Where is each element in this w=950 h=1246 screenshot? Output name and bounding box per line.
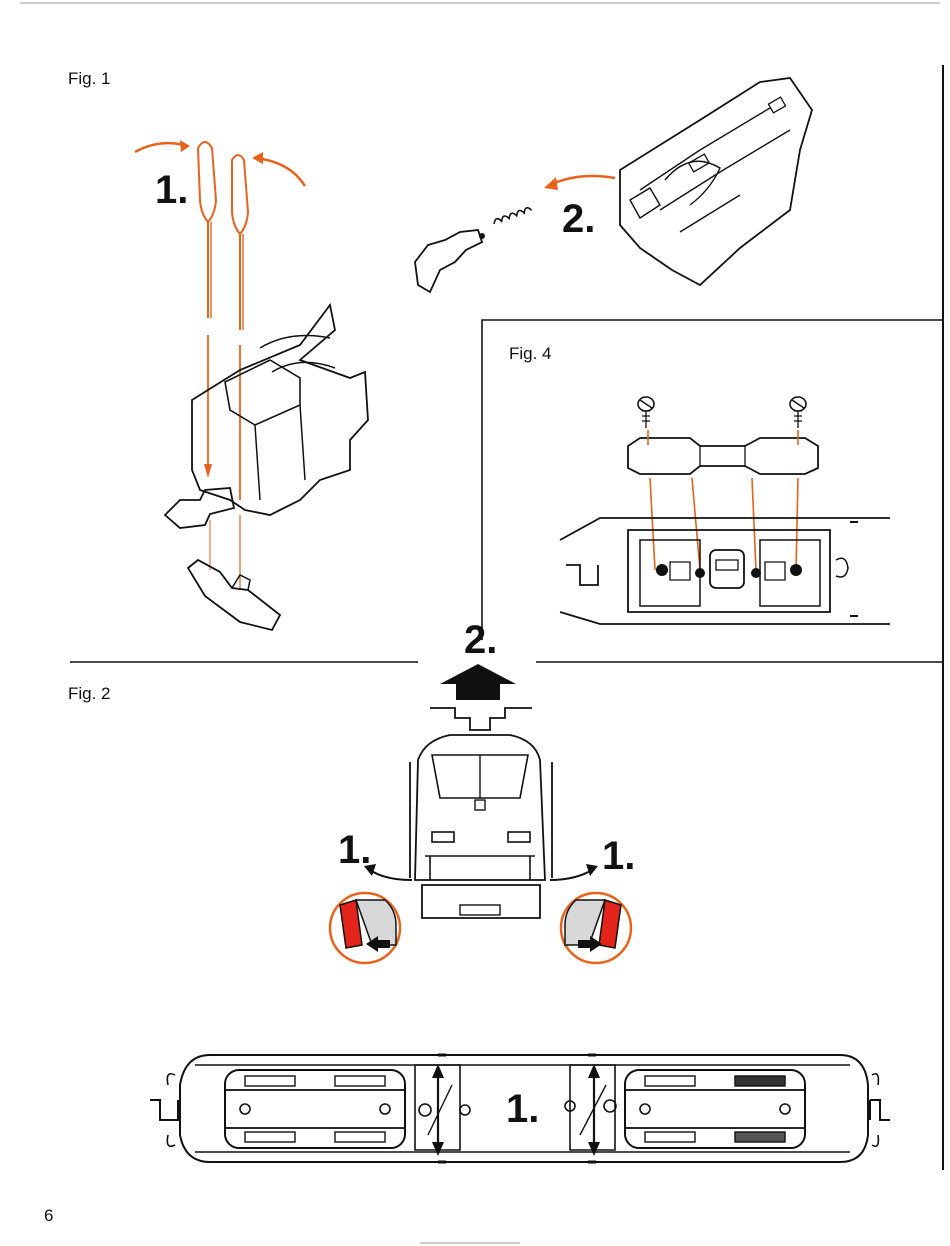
fig2-step1-left-label: 1. — [338, 828, 371, 873]
fig1-screwdriver-diagram — [135, 140, 368, 630]
fig1-coupler-removal-diagram — [415, 78, 812, 292]
fig2-body-removal-diagram — [330, 664, 631, 963]
fig1-step2-label: 2. — [562, 197, 595, 242]
fig2-step2-label: 2. — [464, 618, 497, 663]
fig2-step1-right-label: 1. — [602, 834, 635, 879]
fig1-label: Fig. 1 — [68, 69, 111, 89]
fig2-label: Fig. 2 — [68, 684, 111, 704]
fig1-step1-label: 1. — [155, 168, 188, 213]
page-number: 6 — [44, 1206, 53, 1226]
fig4-label: Fig. 4 — [509, 344, 552, 364]
fig4-bogie-screw-diagram — [560, 397, 890, 624]
fig2-step1-bottom-label: 1. — [506, 1087, 539, 1132]
fig4-frame — [482, 320, 943, 640]
